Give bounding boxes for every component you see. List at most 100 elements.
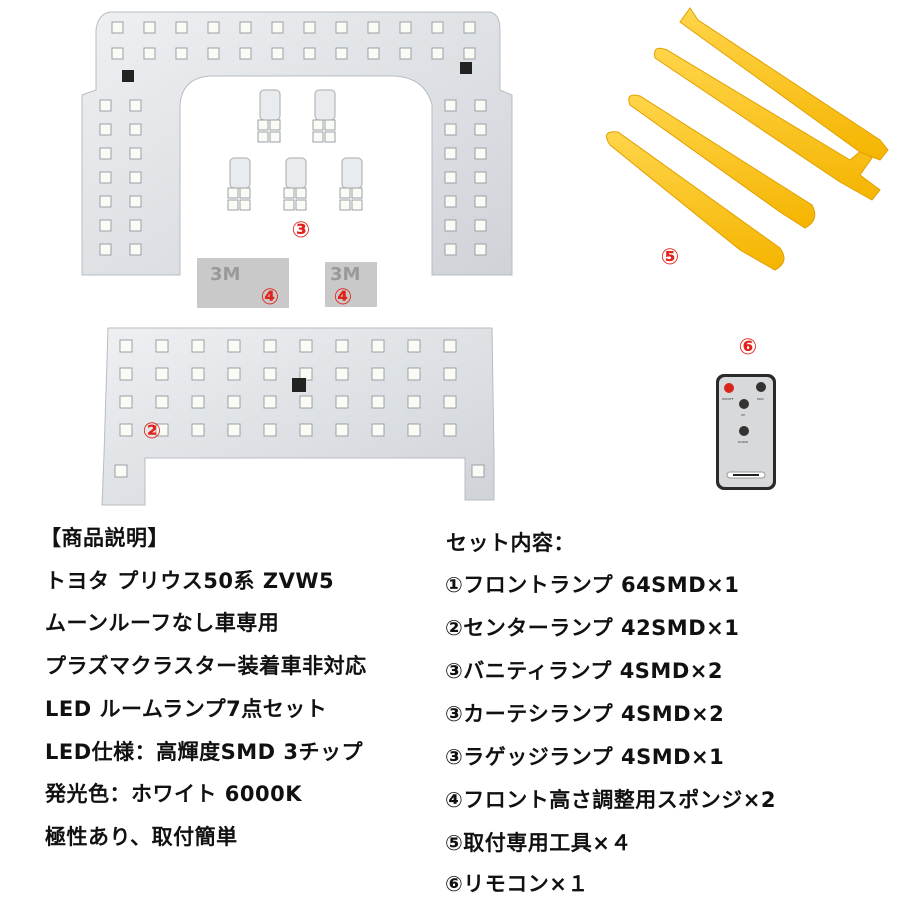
smd-led <box>155 339 169 353</box>
smd-led <box>407 367 421 381</box>
max-label: MAX <box>757 397 764 401</box>
smd-led <box>444 147 457 160</box>
smd-led <box>295 199 307 211</box>
smd-led <box>129 99 142 112</box>
contents-item: ③ラゲッジランプ 4SMD×1 <box>445 745 725 769</box>
smd-led <box>239 199 251 211</box>
smd-led <box>312 119 324 131</box>
smd-led <box>119 423 133 437</box>
contents-item: ③カーテシランプ 4SMD×2 <box>445 702 725 726</box>
power-icon <box>724 383 734 393</box>
smd-led <box>239 47 252 60</box>
smd-led <box>99 123 112 136</box>
up-label: UP <box>741 413 745 417</box>
description-line: ムーンルーフなし車専用 <box>45 611 280 635</box>
smd-led <box>399 21 412 34</box>
smd-led <box>283 199 295 211</box>
marker-vanity-bulbs: ③ <box>291 218 311 243</box>
smd-led <box>339 199 351 211</box>
remote-control: ON/OFF MAX UP DOWN <box>716 374 776 490</box>
smd-led <box>351 187 363 199</box>
smd-led <box>227 339 241 353</box>
smd-led <box>444 171 457 184</box>
description-line: LED ルームランプ7点セット <box>45 697 328 721</box>
smd-led <box>99 147 112 160</box>
smd-led <box>99 195 112 208</box>
smd-led <box>99 99 112 112</box>
smd-led <box>367 21 380 34</box>
smd-led <box>371 339 385 353</box>
smd-led <box>303 47 316 60</box>
front-lamp-panel <box>81 11 513 276</box>
smd-led <box>351 199 363 211</box>
smd-led <box>312 131 324 143</box>
t10-bulb <box>259 89 281 121</box>
smd-led <box>443 339 457 353</box>
t10-bulb <box>285 157 307 189</box>
contents-item: ⑥リモコン×１ <box>445 872 589 896</box>
smd-led <box>443 367 457 381</box>
smd-led <box>335 21 348 34</box>
smd-led <box>463 47 476 60</box>
smd-led <box>271 47 284 60</box>
smd-led <box>471 464 485 478</box>
smd-led <box>129 123 142 136</box>
contents-item: ③バニティランプ 4SMD×2 <box>445 659 723 683</box>
smd-led <box>119 339 133 353</box>
smd-led <box>119 395 133 409</box>
contents-item: ②センターランプ 42SMD×1 <box>445 616 740 640</box>
sensor-chip <box>122 70 134 82</box>
smd-led <box>207 21 220 34</box>
t10-bulb <box>341 157 363 189</box>
smd-led <box>129 195 142 208</box>
smd-led <box>444 243 457 256</box>
smd-led <box>263 423 277 437</box>
smd-led <box>191 395 205 409</box>
smd-led <box>143 21 156 34</box>
smd-led <box>271 21 284 34</box>
marker-remote: ⑥ <box>738 335 758 360</box>
smd-led <box>191 367 205 381</box>
marker-sponge-right: ④ <box>333 285 353 310</box>
max-button-icon <box>756 382 766 392</box>
smd-led <box>227 395 241 409</box>
smd-led <box>227 187 239 199</box>
smd-led <box>263 367 277 381</box>
smd-led <box>299 395 313 409</box>
description-line: 極性あり、取付簡単 <box>45 825 238 849</box>
smd-led <box>474 99 487 112</box>
smd-led <box>99 243 112 256</box>
description-line: 発光色：ホワイト 6000K <box>45 782 303 806</box>
smd-led <box>335 395 349 409</box>
smd-led <box>371 423 385 437</box>
smd-led <box>474 123 487 136</box>
smd-led <box>239 187 251 199</box>
smd-led <box>444 123 457 136</box>
smd-led <box>367 47 380 60</box>
smd-led <box>444 99 457 112</box>
smd-led <box>299 339 313 353</box>
smd-led <box>295 187 307 199</box>
smd-led <box>335 423 349 437</box>
smd-led <box>474 147 487 160</box>
smd-led <box>474 171 487 184</box>
smd-led <box>263 339 277 353</box>
smd-led <box>143 47 156 60</box>
smd-led <box>335 367 349 381</box>
smd-led <box>443 395 457 409</box>
down-label: DOWN <box>738 440 748 444</box>
smd-led <box>191 339 205 353</box>
smd-led <box>129 219 142 232</box>
sponge-right: 3M <box>325 262 377 307</box>
smd-led <box>335 47 348 60</box>
smd-led <box>99 219 112 232</box>
smd-led <box>474 219 487 232</box>
marker-tools: ⑤ <box>660 245 680 270</box>
description-line: プラズマクラスター装着車非対応 <box>45 654 367 678</box>
contents-heading: セット内容： <box>446 531 575 555</box>
product-photo: 3M 3M ON/OFF MAX UP DOWN <box>81 7 889 506</box>
contents-item: ⑤取付専用工具×４ <box>445 831 632 855</box>
smd-led <box>257 131 269 143</box>
power-label: ON/OFF <box>722 397 734 401</box>
smd-led <box>303 21 316 34</box>
